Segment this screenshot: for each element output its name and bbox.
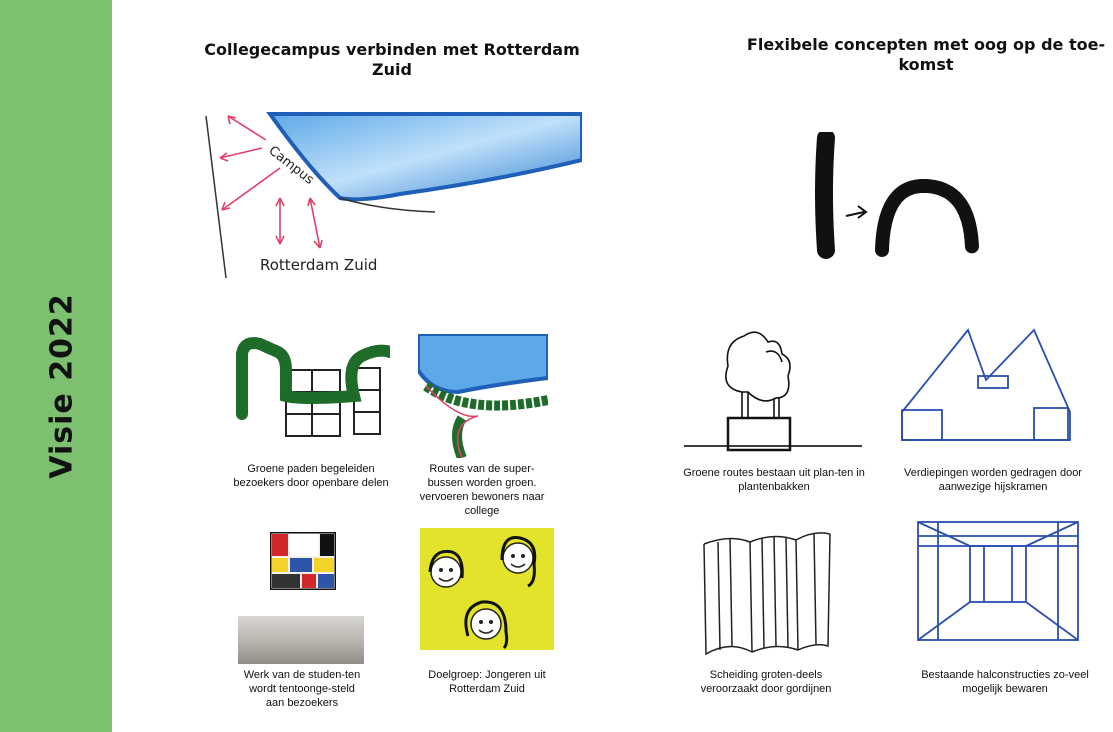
mondrian-artwork — [270, 532, 336, 590]
bus-routes-sketch — [418, 334, 548, 458]
right-heading: Flexibele concepten met oog op de toe-ko… — [746, 35, 1106, 74]
student-work-photo — [238, 616, 364, 664]
sidebar-title: Visie 2022 — [44, 293, 80, 479]
green-paths-sketch — [236, 337, 390, 437]
water-area — [266, 112, 582, 202]
curtains-sketch — [703, 532, 831, 656]
planter-tree-sketch — [684, 331, 862, 452]
face-icon — [502, 542, 534, 574]
face-icon — [430, 556, 462, 588]
hall-construction-sketch — [917, 521, 1079, 641]
rotterdam-zuid-label: Rotterdam Zuid — [260, 256, 377, 274]
caption-hall-construction: Bestaande halconstructies zo-veel mogeli… — [921, 669, 1089, 695]
caption-planters: Groene routes bestaan uit plan-ten in pl… — [683, 467, 865, 493]
caption-student-work: Werk van de studen-ten wordt tentoonge-s… — [243, 669, 361, 709]
caption-green-paths: Groene paden begeleiden bezoekers door o… — [233, 463, 389, 489]
arrow-icons — [219, 115, 323, 249]
campus-map-sketch: Campus Rotterdam Zuid — [205, 112, 582, 279]
face-icon — [470, 608, 502, 640]
left-heading: Collegecampus verbinden met Rotterdam Zu… — [204, 40, 580, 79]
caption-target-group: Doelgroep: Jongeren uit Rotterdam Zuid — [428, 669, 546, 695]
caption-curtains: Scheiding groten-deels veroorzaakt door … — [700, 669, 832, 695]
caption-bus-routes: Routes van de super-bussen worden groen.… — [419, 463, 545, 517]
caption-cranes: Verdiepingen worden gedragen door aanwez… — [904, 467, 1082, 493]
flexible-concept-sketch — [815, 132, 979, 259]
sidebar: Visie 2022 — [0, 0, 112, 732]
cranes-floors-sketch — [901, 328, 1071, 441]
target-group-drawing — [420, 528, 554, 650]
